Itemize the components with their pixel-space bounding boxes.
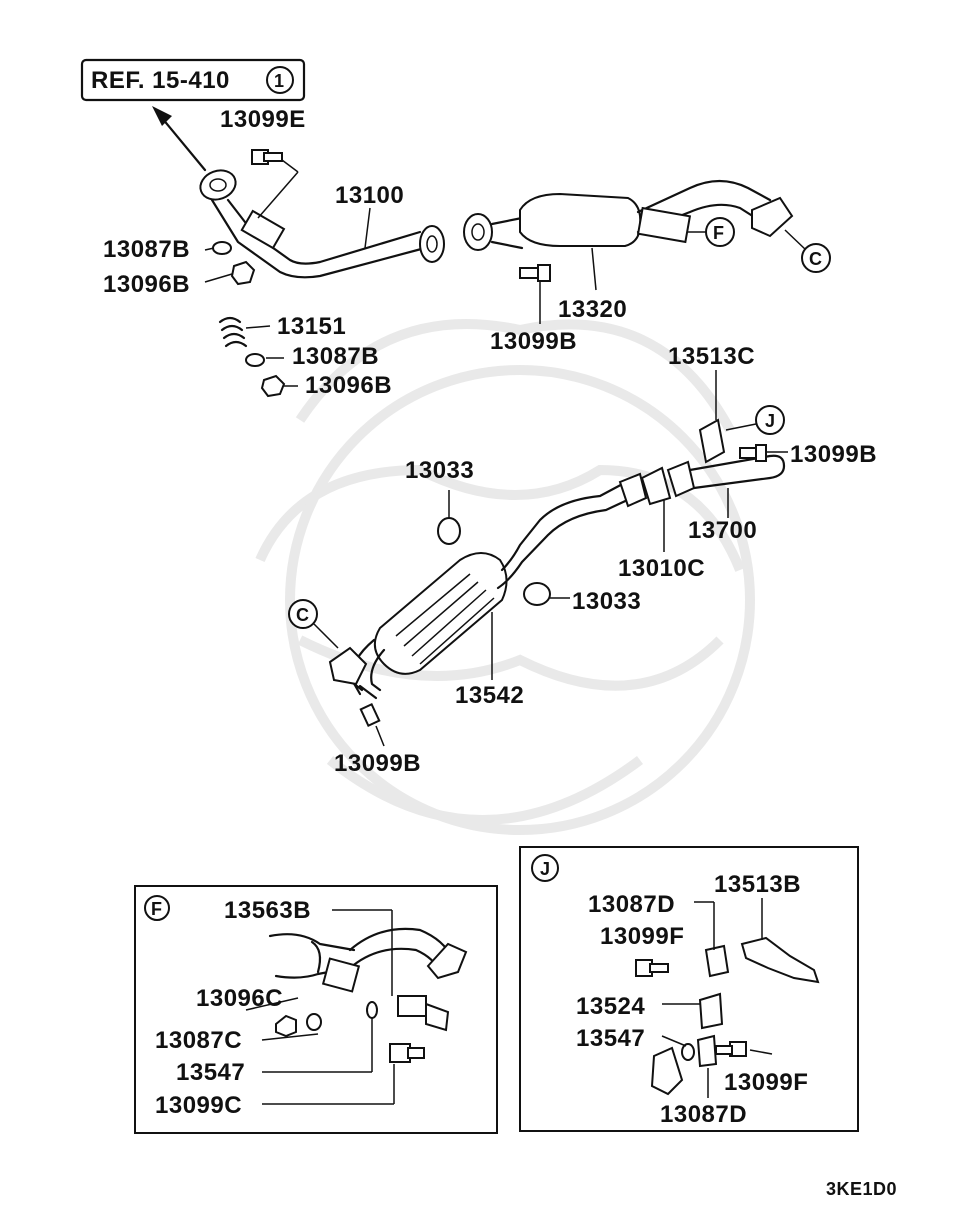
reference-arrow	[152, 106, 207, 172]
label-13087d-b: 13087D	[660, 1101, 747, 1128]
svg-text:F: F	[713, 223, 725, 243]
gasket-13033-a-icon	[437, 517, 461, 545]
label-13010c: 13010C	[618, 555, 705, 582]
label-13542: 13542	[455, 682, 524, 709]
callout-c-mid: C	[288, 599, 339, 649]
label-13087c: 13087C	[155, 1027, 242, 1054]
bolt-13099b-c-icon	[359, 702, 381, 728]
leaders-top	[204, 207, 597, 387]
label-13563b: 13563B	[224, 897, 311, 924]
detail-j-title: J	[540, 859, 551, 879]
main-muffler	[328, 478, 638, 700]
washer-icon	[212, 241, 232, 255]
tail-pipe	[618, 418, 786, 508]
detail-j-panel: J 13087D 13513B 13099F 13524 13547 13099…	[519, 846, 859, 1132]
label-13033-b: 13033	[572, 588, 641, 615]
reference-box: REF. 15-410 1	[80, 58, 306, 102]
detail-f-title: F	[151, 899, 163, 919]
bolt-13099b-icon	[519, 264, 551, 282]
label-13099f-b: 13099F	[724, 1069, 808, 1096]
svg-text:C: C	[809, 249, 823, 269]
label-13100: 13100	[335, 182, 404, 209]
catalytic-converter	[463, 179, 794, 251]
label-13320: 13320	[558, 296, 627, 323]
label-13096b-a: 13096B	[103, 271, 190, 298]
label-13151: 13151	[277, 313, 346, 340]
label-13513b: 13513B	[714, 871, 801, 898]
spring-icon	[218, 316, 248, 348]
label-13099f-a: 13099F	[600, 923, 684, 950]
label-13547-f: 13547	[176, 1059, 245, 1086]
gasket-13033-b-icon	[523, 582, 551, 606]
label-13099b-a: 13099B	[490, 328, 577, 355]
reference-marker: 1	[274, 71, 285, 91]
reference-text: REF. 15-410	[91, 67, 230, 94]
label-13096c: 13096C	[196, 985, 283, 1012]
label-13547-j: 13547	[576, 1025, 645, 1052]
diagram-code: 3KE1D0	[826, 1179, 897, 1199]
label-13099c: 13099C	[155, 1092, 242, 1119]
label-13087d-a: 13087D	[588, 891, 675, 918]
nut-icon	[230, 260, 256, 286]
nut-2-icon	[260, 374, 286, 398]
svg-text:J: J	[765, 411, 776, 431]
front-pipe	[199, 169, 445, 279]
label-13099e: 13099E	[220, 106, 306, 133]
label-13513c: 13513C	[668, 343, 755, 370]
washer-2-icon	[245, 353, 265, 367]
label-13096b-b: 13096B	[305, 372, 392, 399]
label-13099b-c: 13099B	[334, 750, 421, 777]
label-13087b-b: 13087B	[292, 343, 379, 370]
callout-j-mid: J	[725, 405, 785, 435]
svg-text:C: C	[296, 605, 310, 625]
label-13700: 13700	[688, 517, 757, 544]
callout-f-top: F	[688, 217, 735, 247]
detail-f-panel: F 13563B 13096C 13087C 13547 13099C	[134, 885, 498, 1134]
leaders-mid	[375, 370, 788, 747]
bolt-13099b-b-icon	[739, 444, 767, 462]
label-13087b-a: 13087B	[103, 236, 190, 263]
bolt-13099e-icon	[251, 149, 299, 219]
label-13099b-b: 13099B	[790, 441, 877, 468]
label-13033-a: 13033	[405, 457, 474, 484]
label-13524: 13524	[576, 993, 645, 1020]
callout-c-top: C	[784, 229, 831, 273]
